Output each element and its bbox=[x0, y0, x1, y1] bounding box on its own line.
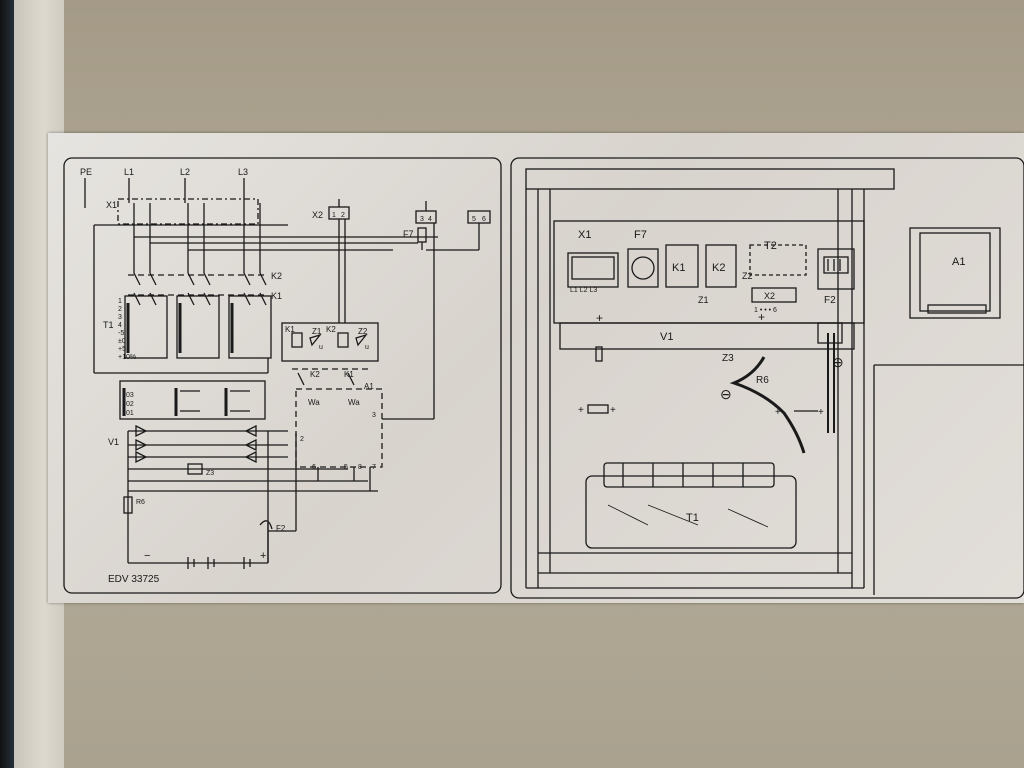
label-v1-layout: V1 bbox=[660, 331, 673, 343]
label-a1-layout: A1 bbox=[952, 256, 965, 268]
label-tap-plus5: +5 bbox=[118, 346, 126, 353]
label-contact-k2: K2 bbox=[310, 370, 320, 379]
label-relay-u1: u bbox=[319, 344, 323, 351]
label-plus-x2: + bbox=[758, 310, 765, 324]
label-f7-schematic: F7 bbox=[403, 229, 414, 239]
label-z3-schematic: Z3 bbox=[206, 470, 214, 477]
label-k1-layout: K1 bbox=[672, 262, 685, 274]
label-tap-3: 3 bbox=[118, 314, 122, 321]
label-l-pins: L1 L2 L3 bbox=[570, 287, 597, 294]
label-tap-2: 2 bbox=[118, 306, 122, 313]
label-a1-pin-7: 7 bbox=[372, 464, 376, 471]
label-contact-k1: K1 bbox=[344, 370, 354, 379]
label-sec-02: 02 bbox=[126, 401, 134, 408]
label-t1-schematic: T1 bbox=[103, 320, 114, 330]
label-f7-layout: F7 bbox=[634, 229, 647, 241]
label-sec-03: 03 bbox=[126, 392, 134, 399]
label-pin-5: 5 bbox=[472, 216, 476, 223]
label-relay-z1: Z1 bbox=[312, 327, 322, 336]
label-tap-0: ±0 bbox=[118, 338, 126, 345]
label-plus-right: + bbox=[610, 405, 616, 416]
label-plus-cable-left: + bbox=[775, 407, 781, 418]
label-z1-layout: Z1 bbox=[698, 295, 709, 305]
label-tap-4: 4 bbox=[118, 322, 122, 329]
label-z3-layout: Z3 bbox=[722, 353, 734, 364]
label-ground-terminal: ⊕ bbox=[832, 354, 844, 370]
label-a1-pin-2: 2 bbox=[300, 436, 304, 443]
label-t2-layout: T2 bbox=[764, 240, 777, 252]
label-f2-layout: F2 bbox=[824, 295, 836, 306]
wiring-diagram-svg: PE L1 L2 L3 X1 X2 1 2 3 4 5 6 F7 K2 K1 T… bbox=[63, 157, 1024, 599]
label-l3: L3 bbox=[238, 167, 248, 177]
label-plus-schematic: + bbox=[260, 550, 266, 562]
label-sec-01: 01 bbox=[126, 410, 134, 417]
label-relay-u2: u bbox=[365, 344, 369, 351]
label-l2: L2 bbox=[180, 167, 190, 177]
label-pin-4: 4 bbox=[428, 216, 432, 223]
label-v1-schematic: V1 bbox=[108, 437, 119, 447]
label-plus-cable-right: + bbox=[818, 407, 824, 418]
label-wa: Wa bbox=[348, 398, 360, 407]
label-x2-layout: X2 bbox=[764, 291, 775, 301]
label-x1-layout: X1 bbox=[578, 229, 591, 241]
label-pin-3: 3 bbox=[420, 216, 424, 223]
label-tap-1: 1 bbox=[118, 298, 122, 305]
label-a1-pin-8: 8 bbox=[358, 464, 362, 471]
label-wo: Wa bbox=[308, 398, 320, 407]
label-minus-schematic: − bbox=[144, 550, 150, 562]
label-k2-contact: K2 bbox=[271, 271, 282, 281]
label-x2-schematic: X2 bbox=[312, 210, 323, 220]
label-r6-layout: R6 bbox=[756, 375, 769, 386]
label-pin-6: 6 bbox=[482, 216, 486, 223]
label-plus-left: + bbox=[578, 405, 584, 416]
label-a1-schematic: A1 bbox=[364, 382, 374, 391]
label-a1-pin-5: 5 bbox=[344, 464, 348, 471]
label-plus-rail: + bbox=[596, 311, 603, 325]
label-k1-contact: K1 bbox=[271, 291, 282, 301]
label-minus-terminal: ⊖ bbox=[720, 386, 732, 402]
schematic-border bbox=[63, 157, 502, 594]
label-k2-layout: K2 bbox=[712, 262, 725, 274]
label-t1-layout: T1 bbox=[686, 512, 699, 524]
label-a1-pin-6: 6 bbox=[312, 464, 316, 471]
wiring-diagram-plate: PE L1 L2 L3 X1 X2 1 2 3 4 5 6 F7 K2 K1 T… bbox=[48, 133, 1024, 603]
label-tap-plus10: +10% bbox=[118, 354, 136, 361]
label-a1-pin-3: 3 bbox=[372, 412, 376, 419]
label-tap-minus5: -5 bbox=[118, 330, 124, 337]
label-relay-z2: Z2 bbox=[358, 327, 368, 336]
layout-border bbox=[510, 157, 1024, 599]
label-l1: L1 bbox=[124, 167, 134, 177]
label-z2-layout: Z2 bbox=[742, 271, 753, 281]
label-pe: PE bbox=[80, 167, 92, 177]
cabinet-edge-dark bbox=[0, 0, 14, 768]
label-f2-schematic: F2 bbox=[276, 524, 286, 533]
label-relay-k2: K2 bbox=[326, 325, 336, 334]
label-r6-schematic: R6 bbox=[136, 499, 145, 506]
label-x2-pin-1: 1 bbox=[332, 212, 336, 219]
label-relay-k1: K1 bbox=[285, 325, 295, 334]
plate-id: EDV 33725 bbox=[108, 574, 160, 585]
label-x2-pin-2: 2 bbox=[341, 212, 345, 219]
label-x1-schematic: X1 bbox=[106, 200, 117, 210]
label-x2-pins-layout: 1 • • • 6 bbox=[754, 307, 777, 314]
